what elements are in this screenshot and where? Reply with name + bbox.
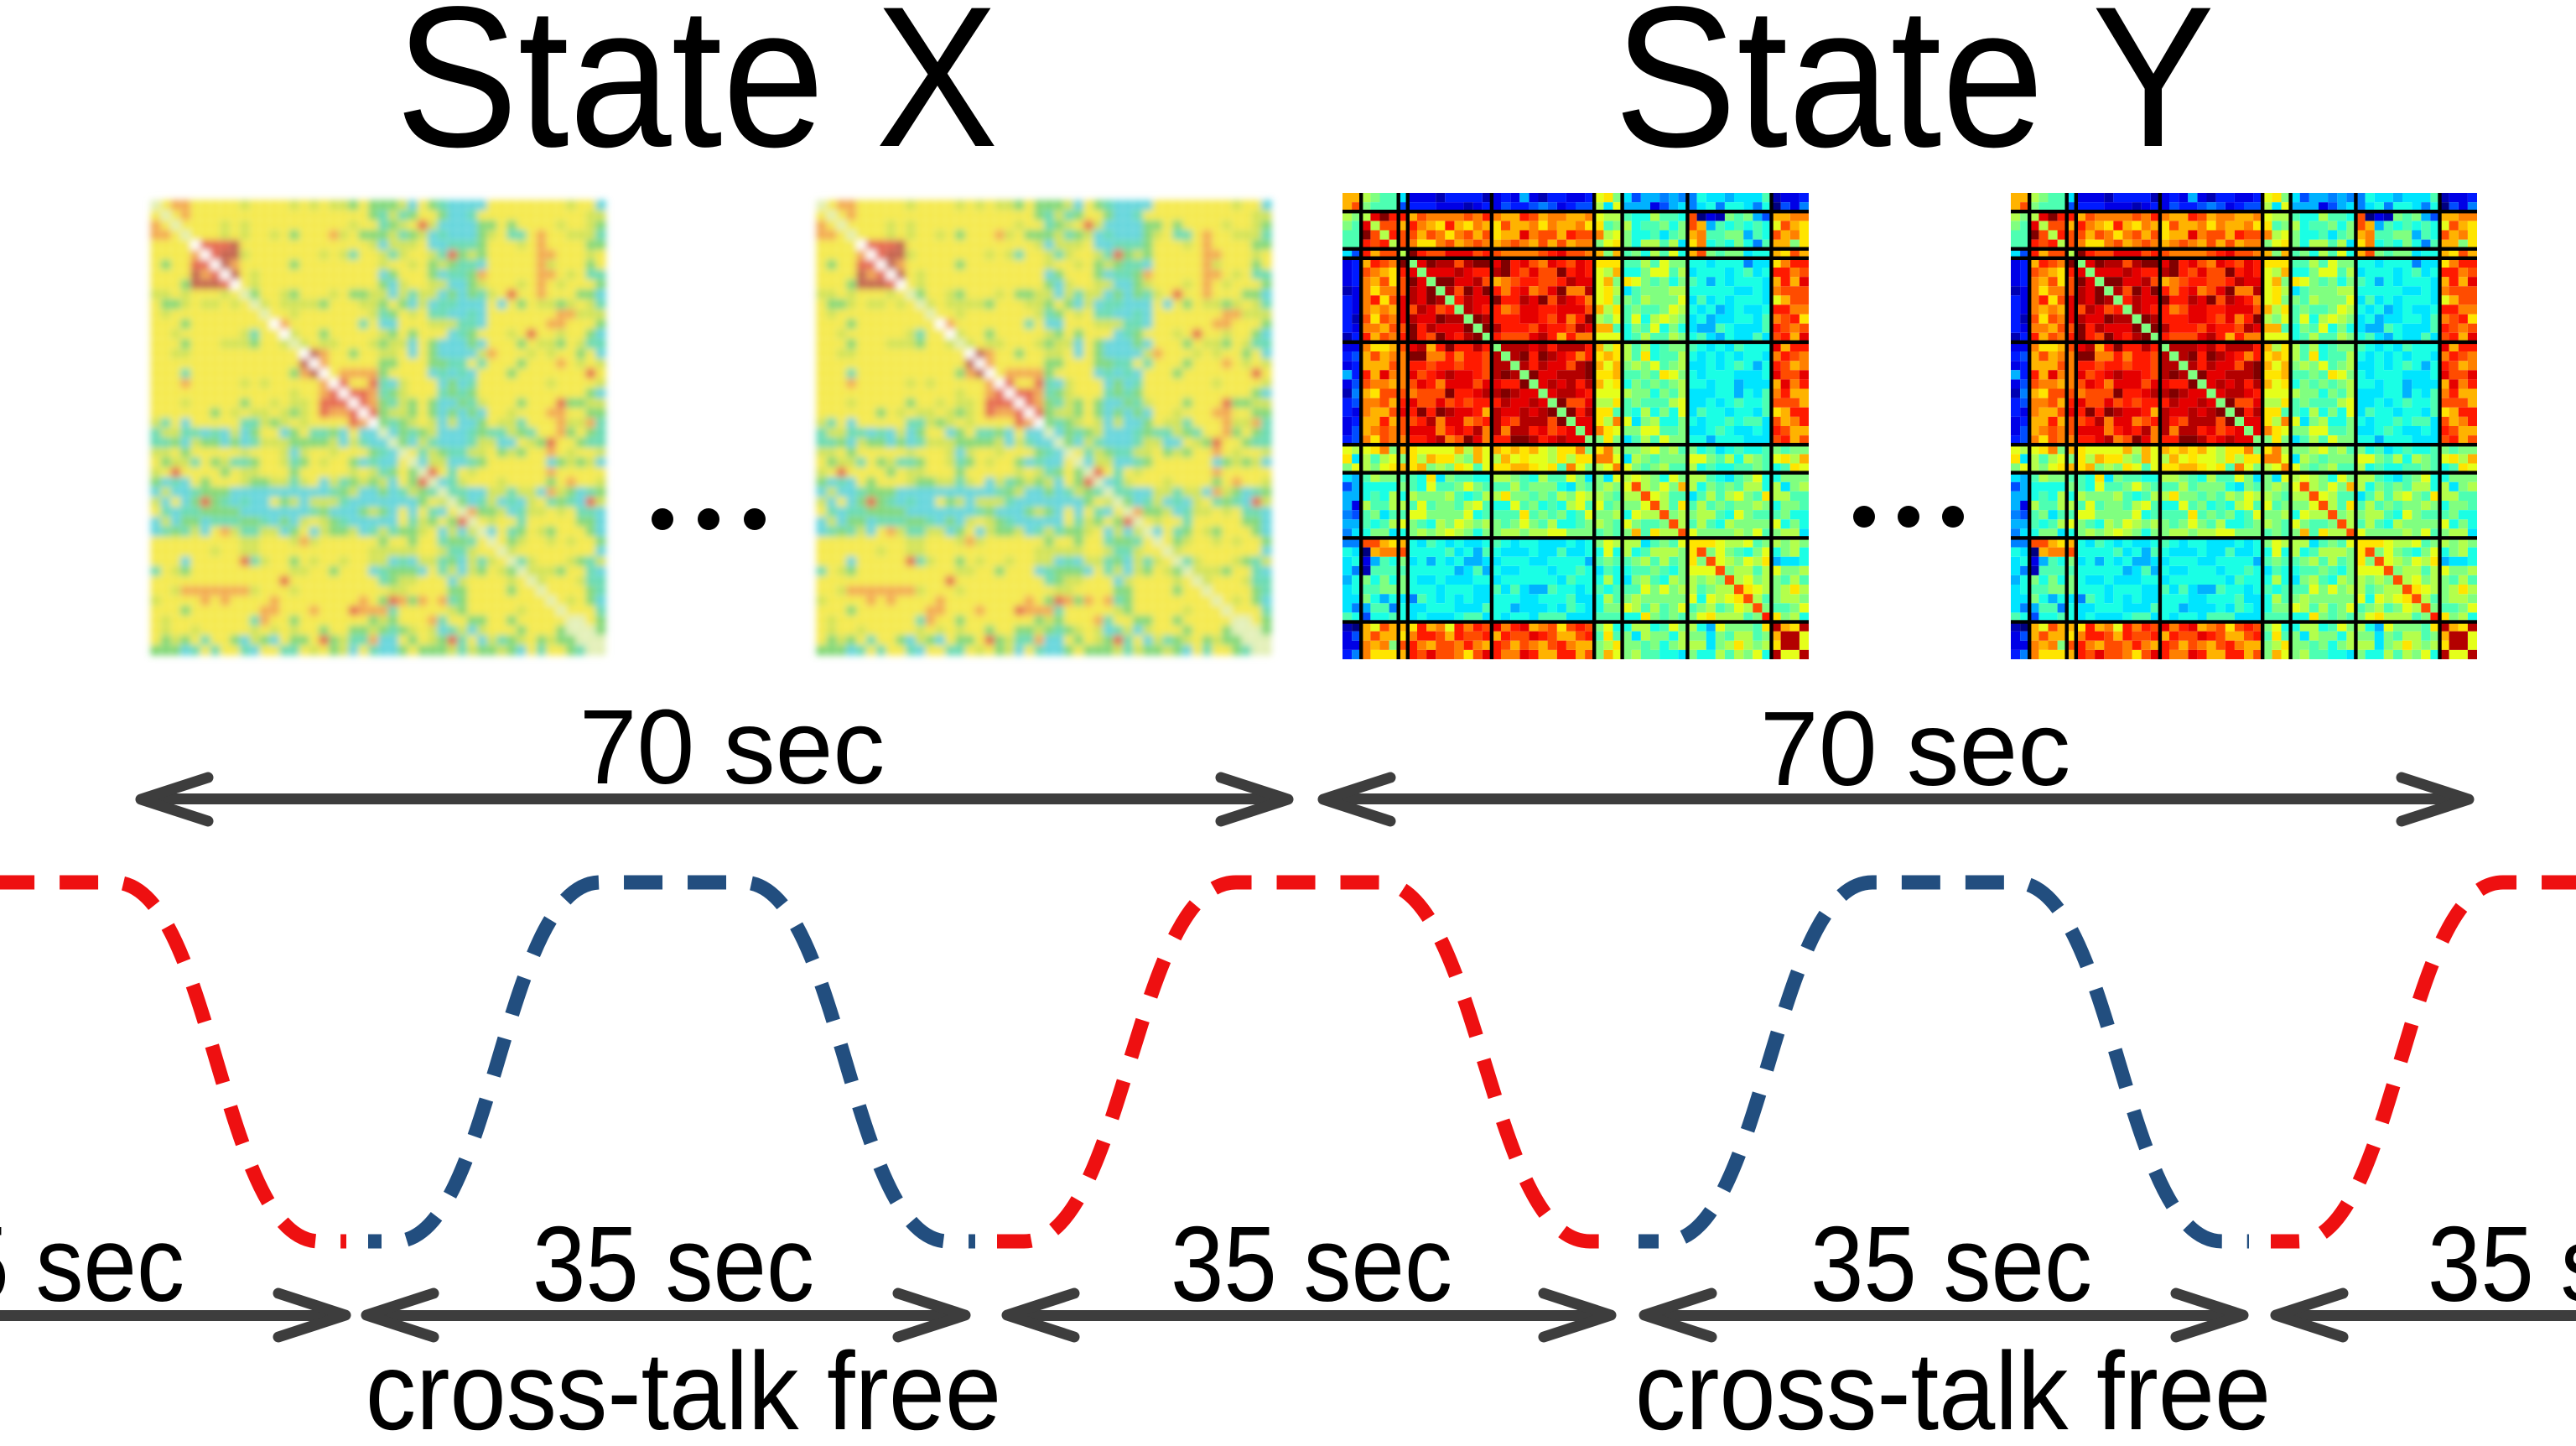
svg-text:35 sec: 35 sec — [0, 1204, 184, 1324]
svg-text:35 sec: 35 sec — [2428, 1204, 2576, 1324]
svg-text:35 sec: 35 sec — [1810, 1204, 2092, 1324]
svg-text:70 sec: 70 sec — [1760, 689, 2070, 808]
svg-text:State X: State X — [396, 0, 999, 189]
svg-text:cross-talk free: cross-talk free — [1635, 1329, 2271, 1446]
svg-text:70 sec: 70 sec — [579, 689, 886, 806]
svg-text:cross-talk free: cross-talk free — [366, 1329, 1001, 1446]
svg-text:35 sec: 35 sec — [532, 1204, 814, 1324]
svg-text:State Y: State Y — [1614, 0, 2215, 189]
svg-text:35 sec: 35 sec — [1171, 1204, 1452, 1324]
